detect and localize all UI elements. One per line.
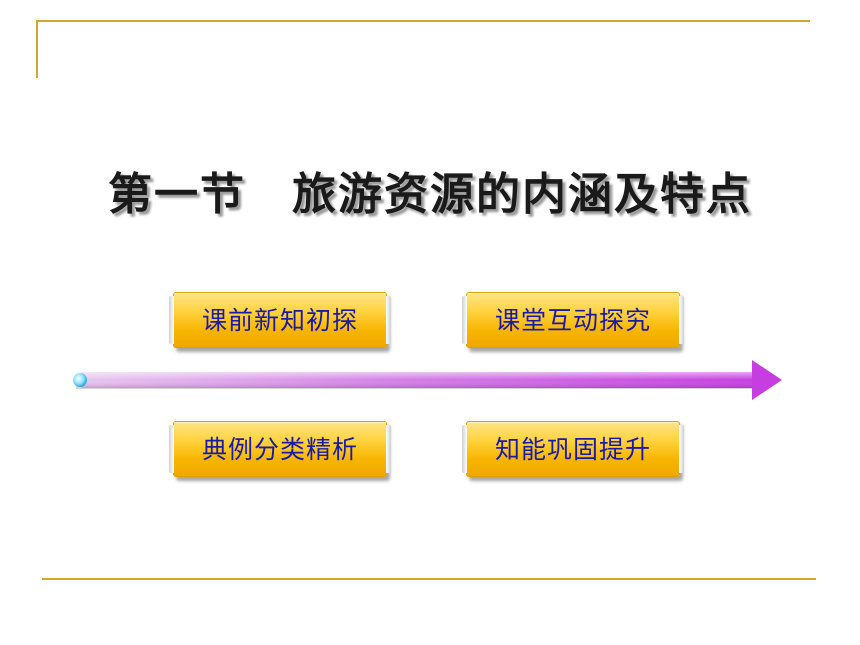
nav-button-examples[interactable]: 典例分类精析: [169, 421, 391, 477]
nav-button-label: 知能巩固提升: [494, 435, 651, 464]
arrow-shaft-shade: [76, 372, 760, 388]
top-rule: [36, 20, 810, 22]
left-rule: [36, 20, 38, 78]
timeline-start-knob: [73, 373, 87, 387]
nav-button-label: 典例分类精析: [201, 435, 358, 464]
slide-title: 第一节 旅游资源的内涵及特点: [108, 169, 752, 220]
nav-button-classroom[interactable]: 课堂互动探究: [462, 292, 684, 348]
nav-button-practice[interactable]: 知能巩固提升: [462, 421, 684, 477]
bottom-rule: [42, 578, 816, 580]
nav-button-preview[interactable]: 课前新知初探: [169, 292, 391, 348]
arrow-head: [752, 360, 782, 400]
nav-button-label: 课堂互动探究: [494, 306, 651, 335]
nav-button-label: 课前新知初探: [201, 306, 358, 335]
timeline-arrow: [73, 360, 782, 400]
